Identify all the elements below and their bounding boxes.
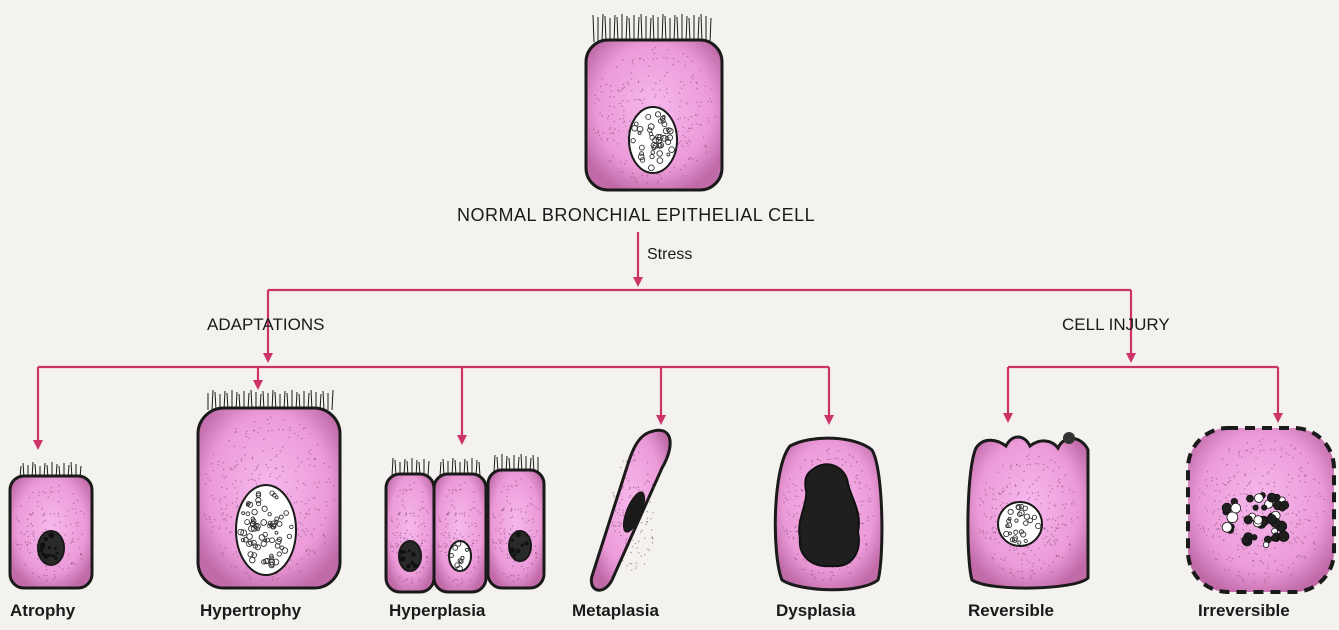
cells-layer: [10, 14, 1334, 592]
cell-label-irreversible: Irreversible: [1198, 601, 1290, 621]
hyperplasia-cell-1: [386, 458, 434, 592]
cell-atrophy: [10, 462, 92, 588]
cell-label-hypertrophy: Hypertrophy: [200, 601, 301, 621]
reversible-nucleus: [998, 502, 1042, 546]
hyperplasia-cell-2-nucleus: [449, 541, 471, 572]
atrophy-nucleus: [38, 531, 64, 565]
cell-dysplasia: [775, 438, 882, 590]
cell-injury-label: CELL INJURY: [1062, 315, 1170, 335]
cell-hyperplasia: [386, 454, 544, 592]
hyperplasia-cell-1-nucleus: [399, 541, 421, 571]
cell-irreversible: [1188, 428, 1334, 592]
normal-cilia: [593, 14, 711, 42]
hypertrophy-nucleus: [236, 485, 296, 575]
cell-normal-bronchial: [586, 14, 722, 190]
adaptations-label: ADAPTATIONS: [207, 315, 324, 335]
hyperplasia-cell-2: [434, 458, 486, 592]
cell-label-atrophy: Atrophy: [10, 601, 75, 621]
root-label: NORMAL BRONCHIAL EPITHELIAL CELL: [457, 205, 815, 226]
cell-metaplasia: [591, 430, 670, 590]
cell-reversible: [968, 432, 1088, 588]
stress-label: Stress: [647, 246, 692, 264]
hyperplasia-cell-3: [488, 454, 544, 588]
cell-hypertrophy: [198, 390, 340, 588]
irreversible-cytoplasm: [1188, 428, 1334, 592]
cell-label-dysplasia: Dysplasia: [776, 601, 855, 621]
hyperplasia-cell-3-nucleus: [509, 531, 531, 561]
cell-label-reversible: Reversible: [968, 601, 1054, 621]
reversible-bleb: [1063, 432, 1075, 444]
cell-label-metaplasia: Metaplasia: [572, 601, 659, 621]
normal-nucleus: [629, 107, 677, 173]
hyperplasia-cell-3-cytoplasm: [488, 470, 544, 588]
hyperplasia-cell-2-cytoplasm: [434, 474, 486, 592]
cell-label-hyperplasia: Hyperplasia: [389, 601, 485, 621]
